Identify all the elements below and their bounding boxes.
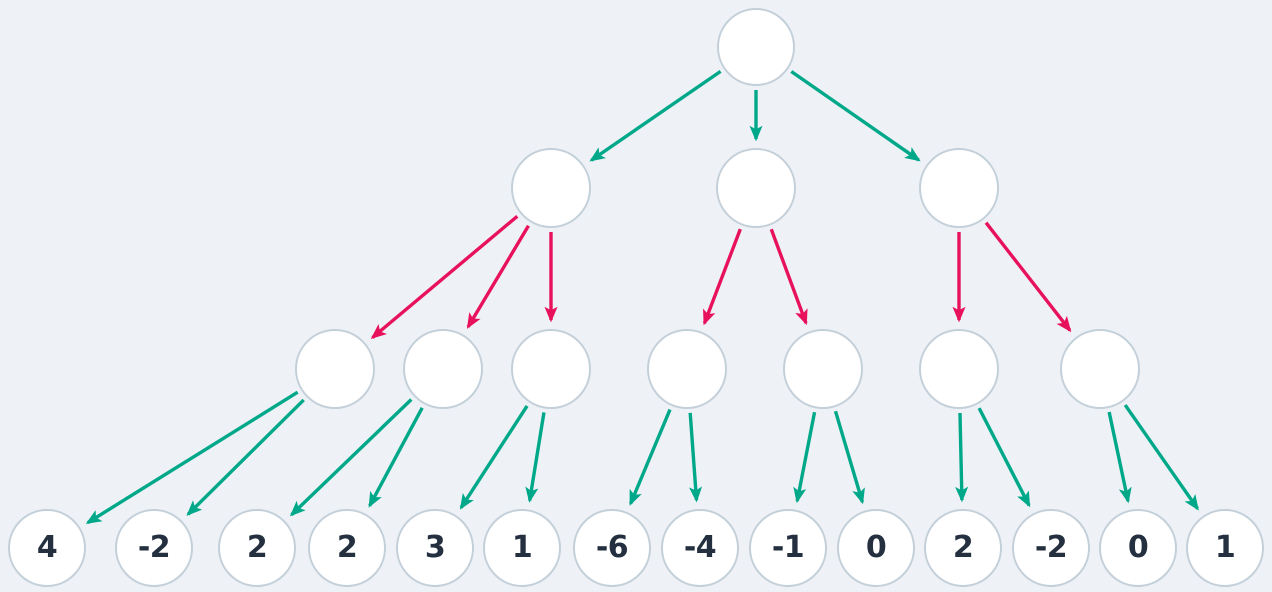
tree-edge	[702, 228, 742, 326]
tree-internal-node[interactable]	[919, 148, 999, 228]
tree-edge	[186, 398, 305, 516]
tree-internal-node[interactable]	[511, 329, 591, 409]
node-value-label: 2	[952, 530, 974, 565]
tree-internal-node[interactable]	[295, 329, 375, 409]
tree-internal-node[interactable]	[783, 329, 863, 409]
node-value-label: 2	[246, 530, 268, 565]
tree-edge	[589, 69, 722, 162]
tree-leaf-node[interactable]: 2	[218, 509, 296, 587]
tree-edge	[790, 70, 921, 162]
tree-edge	[793, 411, 817, 504]
node-value-label: -6	[595, 530, 629, 565]
tree-edge	[525, 412, 546, 503]
tree-edge	[85, 390, 299, 525]
tree-leaf-node[interactable]: -6	[573, 509, 651, 587]
tree-internal-node[interactable]	[1060, 329, 1140, 409]
tree-leaf-node[interactable]: 1	[483, 509, 561, 587]
tree-edge	[688, 412, 703, 503]
tree-edge	[628, 408, 672, 506]
tree-edge	[459, 404, 529, 510]
tree-internal-node[interactable]	[403, 329, 483, 409]
tree-internal-node[interactable]	[919, 329, 999, 409]
tree-internal-node[interactable]	[511, 148, 591, 228]
tree-edge	[833, 410, 865, 505]
tree-edge	[769, 228, 808, 326]
node-value-label: -1	[771, 530, 805, 565]
node-value-label: 4	[36, 530, 58, 565]
tree-leaf-node[interactable]: 2	[308, 509, 386, 587]
tree-leaf-node[interactable]: -2	[1012, 509, 1090, 587]
tree-edge	[1123, 404, 1199, 511]
node-value-label: 2	[336, 530, 358, 565]
node-value-label: 1	[1214, 530, 1236, 565]
tree-edge	[984, 221, 1072, 333]
node-value-label: -2	[137, 530, 171, 565]
node-value-label: 0	[1127, 530, 1149, 565]
node-value-label: 3	[424, 530, 446, 565]
node-value-label: 0	[865, 530, 887, 565]
tree-leaf-node[interactable]: 1	[1186, 509, 1264, 587]
tree-leaf-node[interactable]: 0	[837, 509, 915, 587]
tree-edge	[289, 398, 413, 517]
tree-leaf-node[interactable]: 0	[1099, 509, 1177, 587]
tree-leaf-node[interactable]: 3	[396, 509, 474, 587]
tree-internal-node[interactable]	[647, 329, 727, 409]
tree-internal-node[interactable]	[717, 8, 795, 86]
tree-leaf-node[interactable]: -2	[115, 509, 193, 587]
tree-edge	[977, 407, 1031, 508]
tree-edge	[370, 214, 519, 340]
tree-internal-node[interactable]	[716, 148, 796, 228]
tree-edge	[368, 406, 424, 508]
node-value-label: -4	[683, 530, 717, 565]
tree-leaf-node[interactable]: -1	[749, 509, 827, 587]
node-value-label: -2	[1034, 530, 1068, 565]
tree-edge	[466, 224, 530, 329]
tree-leaf-node[interactable]: 4	[8, 509, 86, 587]
tree-edge	[955, 412, 969, 503]
tree-edge	[1107, 411, 1132, 504]
tree-leaf-node[interactable]: 2	[924, 509, 1002, 587]
tree-leaf-node[interactable]: -4	[661, 509, 739, 587]
node-value-label: 1	[511, 530, 533, 565]
